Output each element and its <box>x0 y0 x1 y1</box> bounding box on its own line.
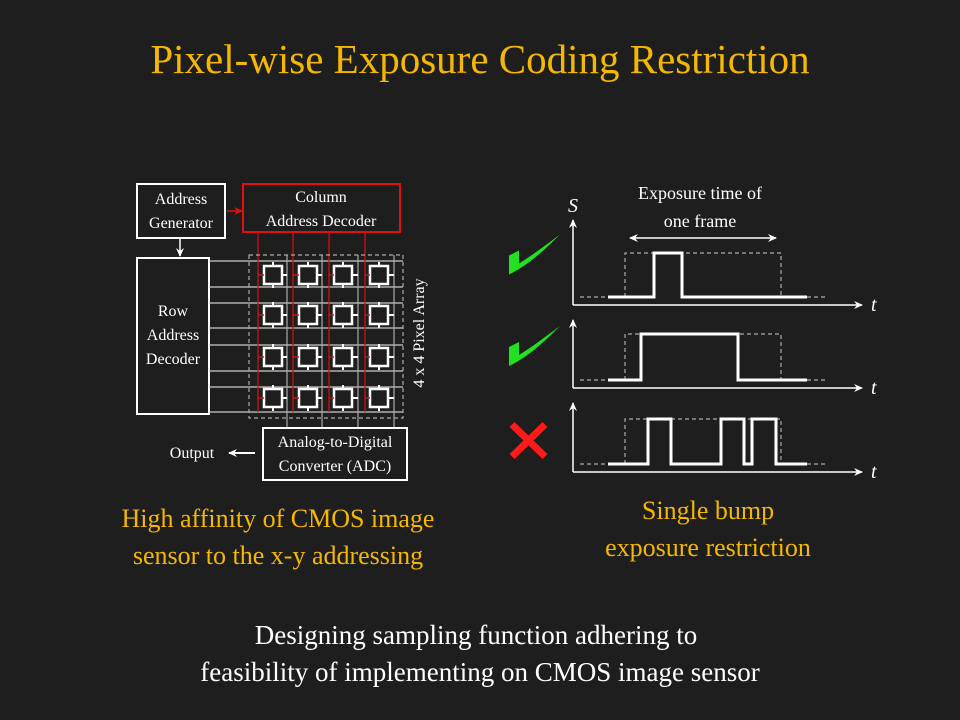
left-caption: High affinity of CMOS image <box>122 504 435 533</box>
exposure-signal <box>608 251 807 299</box>
right-caption: Single bump <box>642 496 774 525</box>
exposure-label: one frame <box>664 211 736 231</box>
exposure-window <box>580 418 826 465</box>
x-axis-label: t <box>871 294 877 316</box>
row-decoder-label: Decoder <box>146 351 201 368</box>
pixel-cell <box>368 304 390 326</box>
pixel-cell <box>297 387 319 409</box>
slide-title: Pixel-wise Exposure Coding Restriction <box>150 36 809 82</box>
exposure-panel: t <box>509 402 877 483</box>
pixel-array-label: 4 x 4 Pixel Array <box>411 278 428 387</box>
column-decoder-label: Address Decoder <box>266 213 377 230</box>
cross-icon <box>509 421 548 460</box>
exposure-diagram: S Exposure time of one frame t t t <box>509 183 877 483</box>
footer-line: feasibility of implementing on CMOS imag… <box>200 657 759 687</box>
pixel-array-boundary <box>248 254 404 419</box>
pixel-array <box>209 232 403 428</box>
right-caption: exposure restriction <box>605 533 811 562</box>
exposure-window <box>580 333 826 381</box>
column-decoder-box <box>242 183 401 233</box>
x-axis-label: t <box>871 377 877 399</box>
x-axis-label: t <box>871 461 877 483</box>
check-icon <box>509 326 560 366</box>
exposure-panel: t <box>509 319 877 399</box>
cmos-sensor-diagram: Address Generator Column Address Decoder… <box>136 183 428 481</box>
pixel-cell <box>262 264 284 286</box>
exposure-signal <box>608 332 807 382</box>
pixel-cell <box>332 304 354 326</box>
exposure-label: Exposure time of <box>638 183 762 203</box>
exposure-panel: t <box>509 219 877 316</box>
row-decoder-label: Address <box>147 327 199 344</box>
output-label: Output <box>170 445 215 462</box>
pixel-cell <box>297 346 319 368</box>
pixel-cell <box>297 264 319 286</box>
row-decoder-box <box>136 257 210 415</box>
footer-line: Designing sampling function adhering to <box>255 620 697 650</box>
exposure-signal <box>608 417 807 466</box>
pixel-cell <box>297 304 319 326</box>
pixel-cell <box>368 346 390 368</box>
pixel-cell <box>368 387 390 409</box>
left-caption: sensor to the x-y addressing <box>133 541 423 570</box>
address-generator-label: Generator <box>149 215 214 232</box>
pixel-cell <box>262 346 284 368</box>
pixel-cell <box>262 387 284 409</box>
adc-label: Analog-to-Digital <box>278 434 393 451</box>
check-icon <box>509 234 560 275</box>
exposure-window <box>580 252 826 298</box>
pixel-cell <box>332 346 354 368</box>
row-decoder-label: Row <box>158 303 189 320</box>
column-decoder-label: Column <box>295 189 347 206</box>
address-generator-label: Address <box>155 191 207 208</box>
pixel-cell <box>262 304 284 326</box>
address-generator-box <box>136 183 226 239</box>
y-axis-label: S <box>568 195 578 217</box>
adc-label: Converter (ADC) <box>279 458 391 475</box>
pixel-cell <box>332 264 354 286</box>
adc-box <box>262 427 408 481</box>
pixel-cell <box>332 387 354 409</box>
pixel-cell <box>368 264 390 286</box>
